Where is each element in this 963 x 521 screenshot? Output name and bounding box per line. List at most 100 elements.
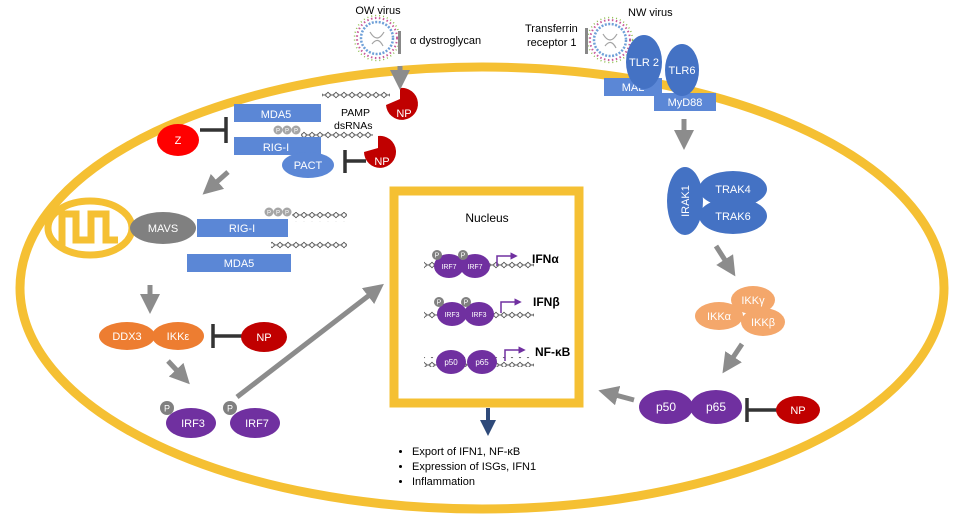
gene-ifn-beta: IRF3 IRF3 P P <box>424 297 534 326</box>
tlr2-label: TLR 2 <box>629 57 659 69</box>
svg-text:IRF7: IRF7 <box>467 264 482 271</box>
irf3-oval <box>166 408 216 438</box>
ikk-epsilon-oval <box>152 322 204 350</box>
transferrin-label: Transferrin <box>525 23 578 35</box>
trak4-oval <box>699 171 767 207</box>
myd88-label: MyD88 <box>668 97 703 109</box>
trak4-label: TRAK4 <box>715 184 750 196</box>
ddx3-label: DDX3 <box>112 331 141 343</box>
tlr2-oval <box>626 35 662 89</box>
irak1-oval <box>667 167 703 235</box>
dsrna-mda5-mid <box>271 240 347 250</box>
inhibition-np-ikk-epsilon <box>211 324 244 348</box>
ow-virus-label: OW virus <box>355 5 401 17</box>
np-blob-right <box>776 396 820 424</box>
gene-nf-kb: p50 p65 <box>424 346 534 374</box>
svg-text:P: P <box>276 129 280 135</box>
outcome-list: Export of IFN1, NF-κB Expression of ISGs… <box>400 445 536 490</box>
svg-text:IRF7: IRF7 <box>441 264 456 271</box>
alpha-dystroglycan-receptor <box>398 31 401 54</box>
arrow-p50-to-nucleus <box>598 385 635 406</box>
svg-text:IRF3: IRF3 <box>444 312 459 319</box>
alpha-dystroglycan-label: α dystroglycan <box>410 35 481 47</box>
svg-text:P: P <box>164 404 170 414</box>
svg-text:P: P <box>267 211 271 217</box>
svg-text:P: P <box>461 253 466 260</box>
arrow-trak-to-ikk <box>713 244 736 277</box>
nucleus-label: Nucleus <box>465 211 508 225</box>
svg-text:P: P <box>276 211 280 217</box>
svg-text:p50: p50 <box>444 358 458 367</box>
arrow-ikk-to-p50 <box>722 342 745 374</box>
dsrna-rig-mid <box>292 212 347 222</box>
irf7-label: IRF7 <box>245 418 269 430</box>
rig-i-box-top <box>234 137 321 155</box>
np-blob-left <box>241 322 287 352</box>
arrow-ikk-epsilon-to-irf3 <box>166 359 190 385</box>
ow-virus <box>353 14 401 62</box>
nf-kb-label: NF-κB <box>535 345 571 359</box>
nw-virus-label: NW virus <box>628 7 673 19</box>
outcome-item: Export of IFN1, NF-κB <box>412 445 536 460</box>
mavs-label: MAVS <box>148 223 178 235</box>
p50-oval-right <box>639 390 693 424</box>
triphosphate-top: P P P <box>273 125 301 135</box>
p65-oval-right <box>690 390 742 424</box>
irf7-phospho <box>223 401 237 415</box>
pamp-label: PAMP <box>341 107 370 119</box>
ikk-beta-label: IKKβ <box>751 317 775 329</box>
nw-virus <box>586 16 634 64</box>
svg-text:P: P <box>464 300 469 307</box>
np-label-right: NP <box>790 405 805 417</box>
ddx3-oval <box>99 322 155 350</box>
gene-ifn-alpha: IRF7 IRF7 P P <box>424 250 534 278</box>
mda5-box-mid <box>187 254 291 272</box>
np-pacman-mid <box>364 135 396 168</box>
svg-text:p65: p65 <box>475 358 489 367</box>
ikk-gamma-oval <box>731 286 775 314</box>
dsrna-top <box>322 90 390 100</box>
svg-text:P: P <box>227 404 233 414</box>
trak6-oval <box>699 198 767 234</box>
rig-i-box-mid <box>197 219 288 237</box>
irf7-oval <box>230 408 280 438</box>
ikk-alpha-oval <box>695 302 743 330</box>
irf3-phospho <box>160 401 174 415</box>
ifn-beta-label: IFNβ <box>533 295 560 309</box>
ifn-alpha-label: IFNα <box>532 252 559 266</box>
myd88-box <box>654 93 716 111</box>
cell-membrane <box>15 62 949 514</box>
transferrin-receptor <box>585 28 588 54</box>
arrow-rlr-to-mavs <box>202 170 230 195</box>
inhibition-np-p65 <box>745 398 778 422</box>
tlr6-label: TLR6 <box>669 65 696 77</box>
triphosphate-mid: P P P <box>264 207 292 217</box>
rig-i-label-top: RIG-I <box>263 142 289 154</box>
svg-text:IRF3: IRF3 <box>471 312 486 319</box>
outcome-item: Inflammation <box>412 475 536 490</box>
mda5-label-mid: MDA5 <box>224 258 255 270</box>
dsrna-mid <box>301 131 373 141</box>
svg-text:P: P <box>435 253 440 260</box>
irf3-label: IRF3 <box>181 418 205 430</box>
dsrnas-label: dsRNAs <box>334 120 373 132</box>
z-oval <box>157 124 199 156</box>
svg-text:P: P <box>285 211 289 217</box>
trak6-label: TRAK6 <box>715 211 750 223</box>
inhibition-z-rlr <box>200 117 228 143</box>
ikk-alpha-label: IKKα <box>707 311 732 323</box>
pact-oval <box>282 152 334 178</box>
ikk-beta-oval <box>741 308 785 336</box>
np-label-top: NP <box>396 108 411 120</box>
z-label: Z <box>175 135 182 147</box>
irak1-label: IRAK1 <box>680 185 692 217</box>
np-label-left: NP <box>256 332 271 344</box>
mavs-oval <box>130 212 196 244</box>
svg-text:P: P <box>437 300 442 307</box>
mitochondrion <box>44 197 136 259</box>
mda5-box-top <box>234 104 321 122</box>
outcome-item: Expression of ISGs, IFN1 <box>412 460 536 475</box>
tlr6-oval <box>665 44 699 96</box>
mda5-label-top: MDA5 <box>261 109 292 121</box>
